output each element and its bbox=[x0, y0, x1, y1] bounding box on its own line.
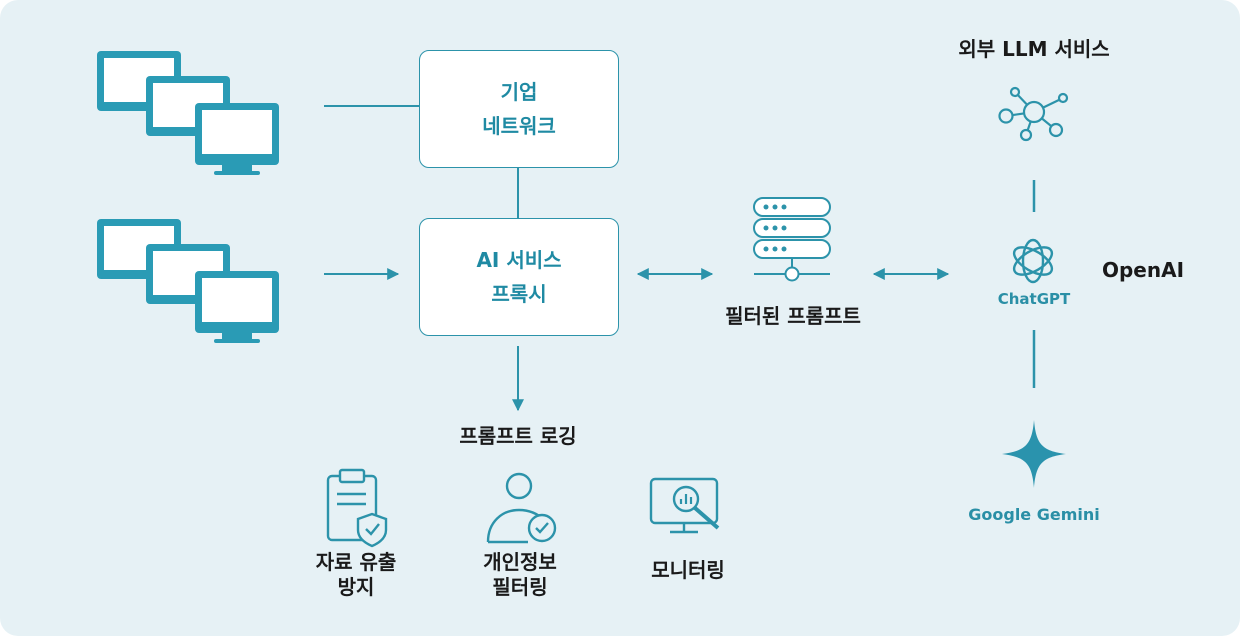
openai-label: OpenAI bbox=[1101, 258, 1185, 282]
feature-leak-line2: 방지 bbox=[337, 575, 375, 599]
user-check-icon bbox=[486, 472, 557, 544]
computers-group-2-icon bbox=[97, 219, 279, 343]
feature-pii-filter-label: 개인정보 필터링 bbox=[458, 550, 582, 600]
chatgpt-label: ChatGPT bbox=[997, 290, 1071, 308]
feature-pii-line2: 필터링 bbox=[492, 575, 548, 599]
feature-pii-line1: 개인정보 bbox=[483, 550, 557, 574]
computers-group-1-icon bbox=[97, 51, 279, 175]
external-llm-title: 외부 LLM 서비스 bbox=[958, 37, 1110, 61]
corporate-network-box: 기업 네트워크 bbox=[419, 50, 619, 168]
gemini-star-icon bbox=[1002, 420, 1066, 488]
feature-leak-prevention-label: 자료 유출 방지 bbox=[296, 550, 416, 600]
filtered-prompt-label: 필터된 프롬프트 bbox=[725, 304, 861, 328]
server-icon bbox=[753, 197, 831, 282]
network-hub-icon bbox=[998, 86, 1069, 142]
prompt-logging-label: 프롬프트 로깅 bbox=[459, 424, 577, 448]
monitor-icon bbox=[195, 271, 279, 343]
feature-monitoring-line1: 모니터링 bbox=[651, 558, 725, 582]
gemini-label: Google Gemini bbox=[968, 505, 1100, 524]
feature-leak-line1: 자료 유출 bbox=[315, 550, 397, 574]
clipboard-shield-icon bbox=[326, 468, 388, 548]
monitor-icon bbox=[195, 103, 279, 175]
monitoring-icon bbox=[649, 477, 720, 534]
network-label-line1: 기업 bbox=[500, 80, 538, 104]
network-label-line2: 네트워크 bbox=[482, 114, 556, 138]
openai-logo-icon bbox=[1012, 238, 1054, 284]
proxy-label-line2: 프록시 bbox=[491, 282, 547, 306]
feature-monitoring-label: 모니터링 bbox=[626, 558, 750, 583]
ai-proxy-box: AI 서비스 프록시 bbox=[419, 218, 619, 336]
proxy-label-line1: AI 서비스 bbox=[476, 248, 562, 272]
